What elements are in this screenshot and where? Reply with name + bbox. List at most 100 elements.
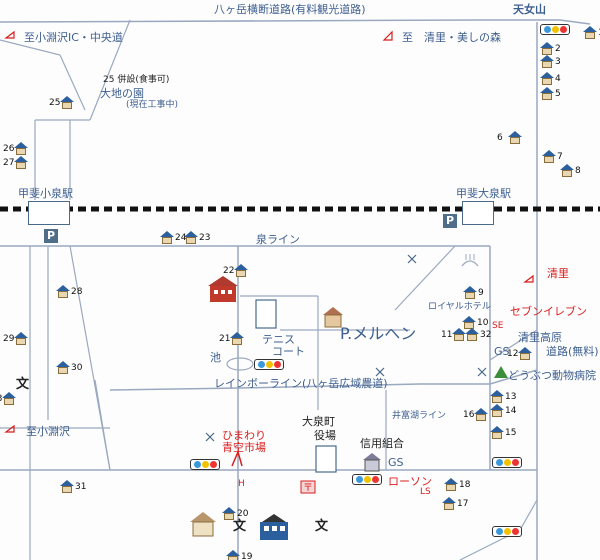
parking-icon-koizumi: P <box>44 229 58 243</box>
post-office-icon: 〒 <box>300 480 316 494</box>
house-marker-icon[interactable] <box>2 392 16 405</box>
himawari-label-2: 青空市場 <box>222 441 266 454</box>
house-marker-icon[interactable] <box>583 26 597 39</box>
cross-marks <box>205 254 487 442</box>
house-marker-icon[interactable] <box>184 231 198 244</box>
house-number-label: 6 <box>497 133 503 143</box>
house-marker-icon[interactable] <box>518 347 532 360</box>
royal-hotel-label: ロイヤルホテル <box>428 302 491 312</box>
house-marker-icon[interactable] <box>60 480 74 493</box>
house-number-label: 23 <box>199 233 211 243</box>
house-number-label: 9 <box>478 288 484 298</box>
house-number-label: 24 <box>175 233 187 243</box>
road-top-center <box>89 19 131 121</box>
office-outline <box>315 445 337 473</box>
house-marker-icon[interactable] <box>222 507 236 520</box>
house-marker-icon[interactable] <box>465 328 479 341</box>
tennis-court-label-2: コート <box>272 345 305 358</box>
house-marker-icon[interactable] <box>540 42 554 55</box>
traffic-signal-icon-bottom-corner <box>492 526 522 537</box>
yatsugatake-road <box>0 19 591 25</box>
hotel-mark: H <box>238 479 245 489</box>
kai-oizumi-station-building <box>462 201 494 225</box>
house-marker-icon[interactable] <box>230 332 244 345</box>
himawari-arrow <box>231 449 243 467</box>
school-icon-right: 文 <box>315 519 329 534</box>
house-number-label: 33 <box>0 395 2 404</box>
road-v-4 <box>94 379 111 471</box>
house-marker-icon[interactable] <box>540 87 554 100</box>
to-kiyosato-label: 至 清里・美しの森 <box>402 31 501 44</box>
house-number-label: 7 <box>557 152 563 162</box>
house-marker-icon[interactable] <box>14 142 28 155</box>
house-marker-icon[interactable] <box>540 55 554 68</box>
house-number-label: 3 <box>555 57 561 67</box>
house-marker-icon[interactable] <box>160 231 174 244</box>
house-number-label: 18 <box>459 480 471 490</box>
house-number-label: 8 <box>575 166 581 176</box>
to-kobuchizawa-ic-label: 至小淵沢IC・中央道 <box>24 31 123 44</box>
house-marker-icon[interactable] <box>60 96 74 109</box>
traffic-signal-icon-bottom-right <box>492 457 522 468</box>
onsen-house-icon <box>190 512 216 537</box>
onsen-mark-icon <box>461 254 479 267</box>
house-marker-icon[interactable] <box>542 150 556 163</box>
marchen-hotel-icon <box>208 276 238 302</box>
house-number-label: 27 <box>3 158 15 168</box>
house-marker-icon[interactable] <box>56 361 70 374</box>
house-number-label: 29 <box>3 334 15 344</box>
pond-label: 池 <box>210 351 221 364</box>
house-marker-icon[interactable] <box>490 390 504 403</box>
facility-25-label: 25 併設(食事可) <box>103 75 170 85</box>
house-marker-icon[interactable] <box>540 72 554 85</box>
se-mark: SE <box>492 321 504 331</box>
izumi-line-label: 泉ライン <box>256 233 300 246</box>
direction-arrow-kobuchizawa <box>4 424 15 433</box>
kai-koizumi-station-label: 甲斐小泉駅 <box>18 187 73 200</box>
house-number-label: 19 <box>241 552 253 560</box>
house-number-label: 26 <box>3 144 15 154</box>
parking-icon-oizumi: P <box>443 214 457 228</box>
house-number-label: 20 <box>237 509 249 519</box>
house-marker-icon[interactable] <box>56 285 70 298</box>
house-marker-icon[interactable] <box>14 156 28 169</box>
house-marker-icon[interactable] <box>226 550 240 560</box>
lawson-label: ローソン <box>388 475 432 488</box>
kai-oizumi-station-label: 甲斐大泉駅 <box>456 187 511 200</box>
kiyosato-kogen-label-2: 道路(無料) <box>546 345 599 358</box>
house-number-label: 4 <box>555 74 561 84</box>
house-marker-icon[interactable] <box>234 264 248 277</box>
yatsugatake-road-label: 八ヶ岳横断道路(有料観光道路) <box>214 3 366 16</box>
svg-text:〒: 〒 <box>303 483 313 494</box>
school-icon-left: 文 <box>16 377 30 392</box>
animal-hospital-label: どうぶつ動物病院 <box>508 369 596 382</box>
seven-eleven-label: セブンイレブン <box>510 305 587 318</box>
kiyosato-kogen-road <box>489 329 538 361</box>
house-marker-icon[interactable] <box>474 408 488 421</box>
house-marker-icon[interactable] <box>508 131 522 144</box>
traffic-signal-icon-center <box>254 359 284 370</box>
p-marchen-building-icon <box>323 307 343 328</box>
house-number-label: 11 <box>441 330 453 340</box>
house-number-label: 28 <box>71 287 83 297</box>
tree-icon <box>494 366 508 378</box>
rainbow-line-label: レインボーライン(八ヶ岳広域農道) <box>214 377 388 390</box>
house-marker-icon[interactable] <box>463 286 477 299</box>
kiyosato-label: 清里 <box>547 267 569 280</box>
house-marker-icon[interactable] <box>444 478 458 491</box>
house-number-label: 12 <box>507 349 519 359</box>
house-number-label: 5 <box>555 89 561 99</box>
pond-shape <box>226 357 254 371</box>
direction-arrow-kiyosato <box>382 30 393 41</box>
house-marker-icon[interactable] <box>14 332 28 345</box>
traffic-signal-icon-bottom-left <box>190 459 220 470</box>
gs-label: GS <box>494 345 510 358</box>
house-marker-icon[interactable] <box>560 164 574 177</box>
house-marker-icon[interactable] <box>490 404 504 417</box>
house-marker-icon[interactable] <box>452 328 466 341</box>
house-marker-icon[interactable] <box>442 497 456 510</box>
himawari-label-1: ひまわり <box>222 429 266 442</box>
under-construction-label: (現在工事中) <box>126 100 179 110</box>
house-marker-icon[interactable] <box>490 426 504 439</box>
